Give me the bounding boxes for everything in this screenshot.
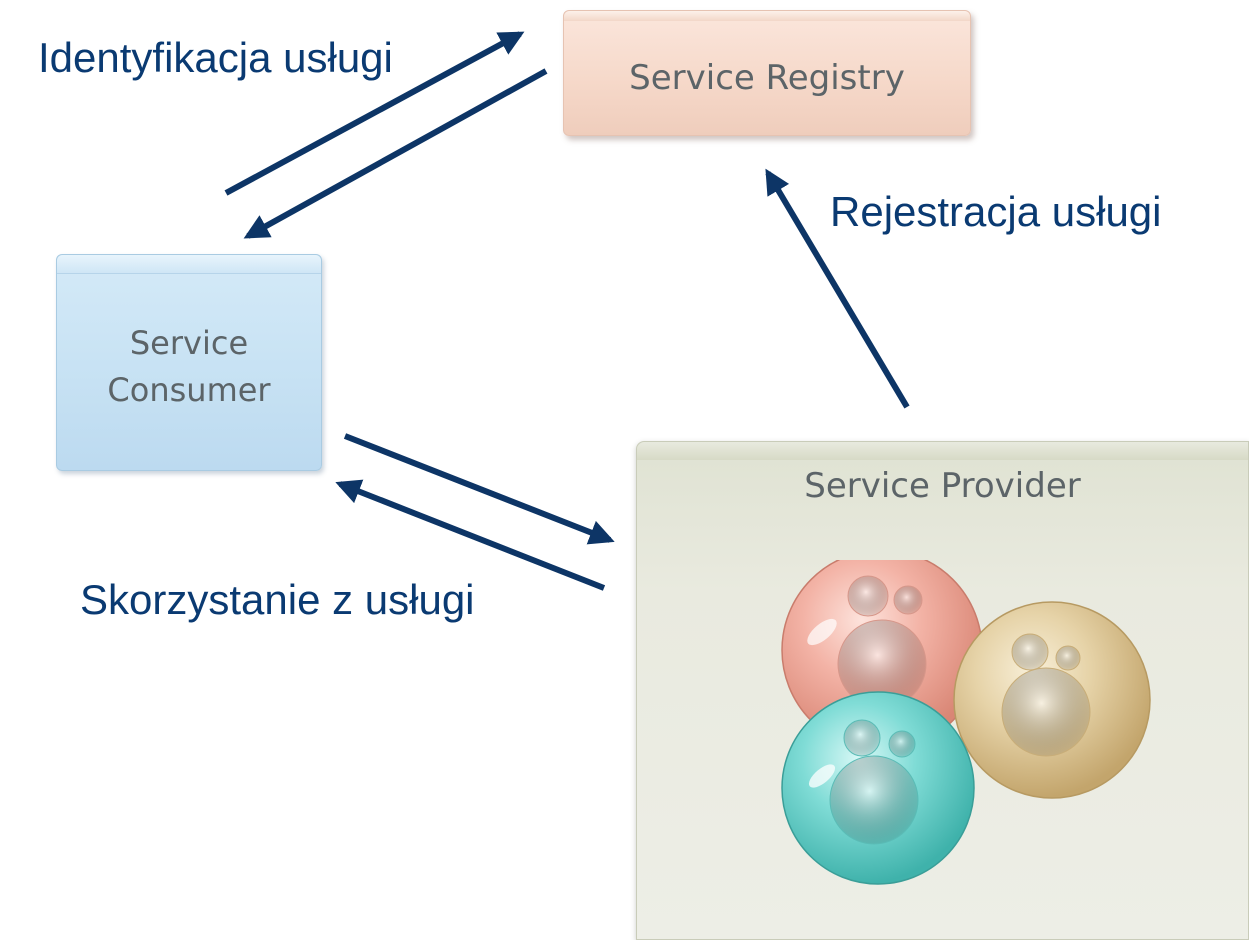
identification-annotation: Identyfikacja usługi (38, 34, 393, 81)
service-consumer-box: Service Consumer (56, 254, 322, 471)
registration-annotation: Rejestracja usługi (830, 188, 1162, 235)
usage-annotation: Skorzystanie z usługi (80, 576, 475, 623)
arrow-provider-to-consumer (335, 479, 606, 591)
service-registry-label: Service Registry (629, 58, 905, 98)
service-spheres-illustration (781, 560, 1151, 885)
cyan-sphere (781, 691, 975, 885)
service-consumer-label-line2: Consumer (107, 370, 271, 409)
beige-sphere (953, 601, 1151, 799)
service-provider-label: Service Provider (804, 466, 1081, 506)
arrow-consumer-to-provider (343, 433, 615, 545)
arrow-registry-to-consumer (243, 68, 548, 239)
service-consumer-label-line1: Service (129, 324, 249, 363)
service-registry-box: Service Registry (563, 10, 971, 136)
